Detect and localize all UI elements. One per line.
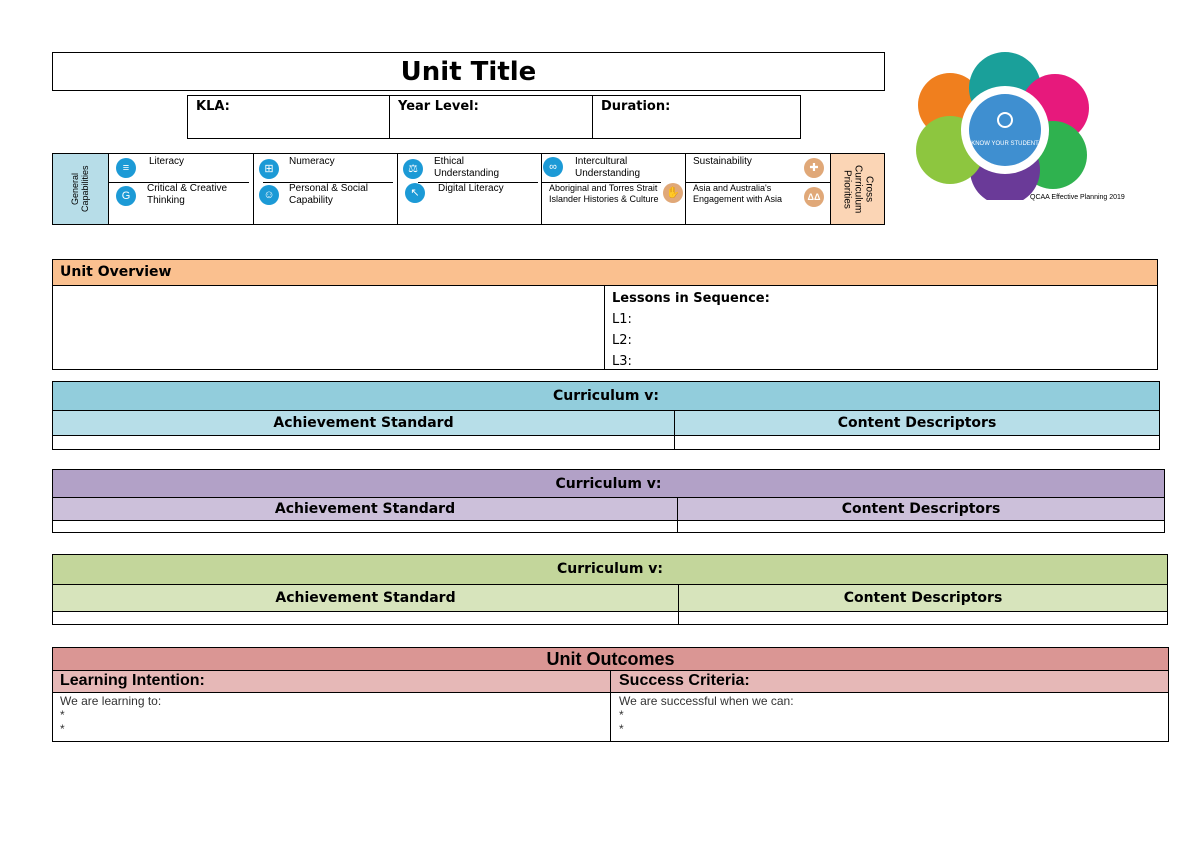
ccp-asia: Asia and Australia's Engagement with Asi… (693, 183, 783, 204)
hand-icon: ✋ (663, 183, 683, 203)
unit-title: Unit Title (400, 56, 537, 87)
content-descriptors-cell[interactable] (678, 521, 1164, 532)
curriculum-header: Curriculum v: (53, 382, 1159, 411)
overview-description-cell[interactable] (53, 286, 605, 369)
lesson-1: L1: (612, 312, 632, 327)
lesson-2: L2: (612, 333, 632, 348)
ccp-aboriginal: Aboriginal and Torres Strait Islander Hi… (549, 183, 659, 204)
content-descriptors-header: Content Descriptors (843, 590, 1003, 606)
achievement-standard-cell[interactable] (53, 521, 678, 532)
unit-overview-title: Unit Overview (60, 264, 172, 280)
cap-personal-social: Personal & Social Capability (289, 183, 368, 206)
curriculum-table-1: Curriculum v: Achievement Standard Conte… (52, 381, 1160, 450)
general-capabilities-label: General Capabilities (69, 165, 90, 213)
unit-outcomes-table: Unit Outcomes Learning Intention: Succes… (52, 647, 1169, 742)
learning-intention-cell[interactable]: We are learning to: * * (53, 693, 611, 741)
capabilities-strip: General Capabilities ≡ Literacy G Critic… (52, 153, 885, 225)
curriculum-table-2: Curriculum v: Achievement Standard Conte… (52, 469, 1165, 533)
achievement-standard-cell[interactable] (53, 612, 679, 624)
bullet: * (619, 708, 624, 722)
content-descriptors-header: Content Descriptors (841, 501, 1001, 517)
success-criteria-cell[interactable]: We are successful when we can: * * (611, 693, 1168, 741)
bullet: * (60, 722, 65, 736)
cap-critical-thinking: Critical & Creative Thinking (147, 183, 228, 206)
learning-intention-text: We are learning to: (60, 694, 162, 708)
achievement-standard-cell[interactable] (53, 436, 675, 449)
unit-title-box[interactable]: Unit Title (52, 52, 885, 91)
cap-numeracy: Numeracy (289, 156, 335, 167)
bullet: * (619, 722, 624, 736)
success-criteria-text: We are successful when we can: (619, 694, 794, 708)
critical-thinking-icon: G (116, 186, 136, 206)
cross-curriculum-label: Cross Curriculum Priorities (841, 164, 875, 214)
content-descriptors-cell[interactable] (679, 612, 1167, 624)
numeracy-icon: ⊞ (259, 159, 279, 179)
unit-overview-table: Unit Overview Lessons in Sequence: L1: L… (52, 259, 1158, 370)
logo-center-text: KNOW YOUR STUDENT (971, 141, 1039, 147)
curriculum-header: Curriculum v: (53, 555, 1167, 585)
personal-social-icon: ☺ (259, 185, 279, 205)
asia-icon: ΔΔ (804, 187, 824, 207)
success-criteria-header: Success Criteria: (619, 672, 750, 689)
duration-field[interactable]: Duration: (601, 99, 671, 114)
sustainability-icon: ✚ (804, 158, 824, 178)
meta-row: KLA: Year Level: Duration: (187, 95, 801, 139)
content-descriptors-header: Content Descriptors (837, 415, 997, 431)
ethical-icon: ⚖ (403, 159, 423, 179)
logo-caption: QCAA Effective Planning 2019 (1030, 194, 1125, 201)
content-descriptors-cell[interactable] (675, 436, 1159, 449)
unit-overview-header: Unit Overview (53, 260, 1157, 286)
cross-curriculum-label-cell: Cross Curriculum Priorities (830, 154, 884, 224)
cap-intercultural: Intercultural Understanding (575, 156, 641, 179)
literacy-icon: ≡ (116, 158, 136, 178)
unit-outcomes-header: Unit Outcomes (53, 648, 1168, 671)
lesson-3: L3: (612, 354, 632, 369)
year-level-field[interactable]: Year Level: (390, 96, 593, 138)
learning-intention-header: Learning Intention: (53, 671, 611, 692)
qcaa-planning-logo: KNOW YOUR STUDENT (916, 52, 1089, 200)
digital-icon: ↖ (405, 183, 425, 203)
cap-digital: Digital Literacy (438, 183, 504, 194)
cap-literacy: Literacy (149, 156, 185, 167)
intercultural-icon: ∞ (543, 157, 563, 177)
lessons-cell[interactable]: Lessons in Sequence: L1: L2: L3: (612, 288, 770, 372)
achievement-standard-header: Achievement Standard (53, 411, 675, 435)
ccp-sustainability: Sustainability (693, 156, 752, 167)
achievement-standard-header: Achievement Standard (53, 498, 678, 520)
lessons-title: Lessons in Sequence: (612, 291, 770, 306)
achievement-standard-header: Achievement Standard (53, 585, 679, 611)
kla-field[interactable]: KLA: (188, 96, 390, 138)
cap-ethical: Ethical Understanding (434, 156, 500, 179)
bullet: * (60, 708, 65, 722)
curriculum-header: Curriculum v: (53, 470, 1164, 498)
curriculum-table-3: Curriculum v: Achievement Standard Conte… (52, 554, 1168, 625)
general-capabilities-label-cell: General Capabilities (53, 154, 109, 224)
